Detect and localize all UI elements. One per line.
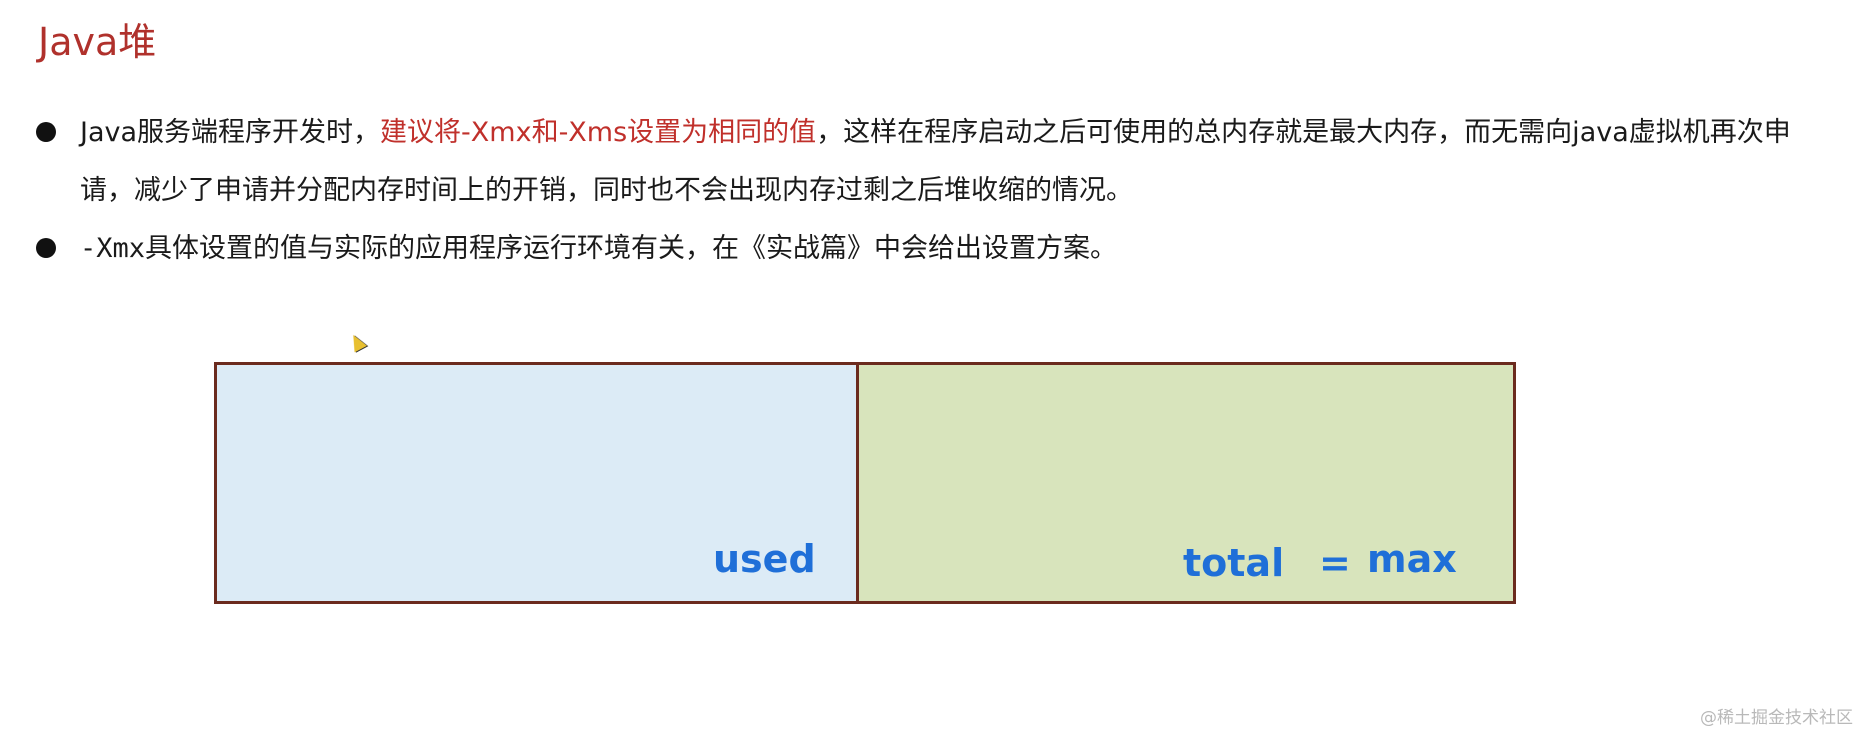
slide-title: Java堆	[38, 20, 157, 64]
bullet-2-code: -Xmx	[80, 233, 146, 264]
mouse-pointer-icon	[347, 331, 367, 353]
used-memory-segment: used	[217, 365, 859, 601]
bullet-1-text-after: ，这样在程序启动之后可使用的总内存就是最大内存，而无需向java虚拟机再次申请，…	[80, 117, 1791, 206]
bullet-1-text-before: Java服务端程序开发时，	[80, 117, 381, 148]
bullet-1-highlight: 建议将-Xmx和-Xms设置为相同的值	[380, 117, 817, 148]
bullet-2-text: 具体设置的值与实际的应用程序运行环境有关，在《实战篇》中会给出设置方案。	[145, 233, 1118, 264]
bullet-dot-icon	[36, 122, 56, 142]
watermark: @稀土掘金技术社区	[1700, 708, 1853, 728]
bullet-item-1: Java服务端程序开发时，建议将-Xmx和-Xms设置为相同的值，这样在程序启动…	[36, 104, 1826, 220]
total-label: total	[1183, 541, 1285, 585]
total-memory-segment: total = max	[859, 365, 1513, 601]
max-label: max	[1367, 537, 1457, 581]
bullet-item-2: -Xmx具体设置的值与实际的应用程序运行环境有关，在《实战篇》中会给出设置方案。	[36, 220, 1826, 278]
heap-memory-diagram: used total = max	[214, 362, 1516, 604]
bullet-dot-icon	[36, 238, 56, 258]
used-label: used	[713, 537, 816, 581]
bullet-list: Java服务端程序开发时，建议将-Xmx和-Xms设置为相同的值，这样在程序启动…	[36, 104, 1826, 278]
equals-sign: =	[1319, 541, 1351, 585]
